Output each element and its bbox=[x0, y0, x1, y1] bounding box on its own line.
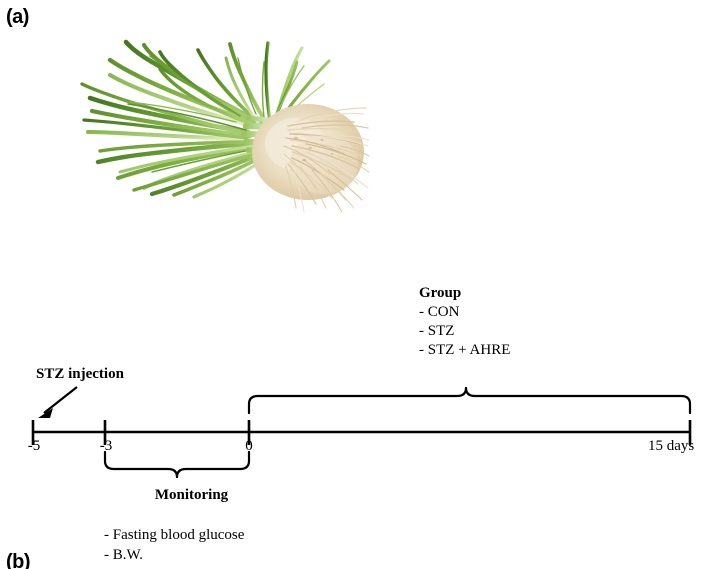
group-title: Group bbox=[419, 285, 462, 301]
group-brace bbox=[247, 386, 692, 415]
group-annotation-block: Group - CON - STZ - STZ + AHRE bbox=[419, 284, 510, 360]
tick-label-minus5: -5 bbox=[27, 438, 41, 454]
tick-label-minus3: -3 bbox=[99, 438, 113, 454]
panel-a: (a) bbox=[0, 0, 709, 270]
tick-label-day15: 15 days bbox=[648, 438, 695, 454]
panel-a-label: (a) bbox=[6, 6, 29, 28]
panel-b: (b) -5 bbox=[0, 270, 709, 569]
group-item-con: - CON bbox=[419, 304, 460, 320]
timeline-graphic bbox=[31, 386, 692, 479]
stz-injection-label: STZ injection bbox=[36, 366, 124, 382]
group-item-stz-ahre: - STZ + AHRE bbox=[419, 342, 511, 358]
monitoring-annotation-block: Monitoring - Fasting blood glucose - B.W… bbox=[104, 485, 279, 569]
tick-label-day0: 0 bbox=[245, 438, 253, 454]
panel-b-label: (b) bbox=[6, 551, 31, 569]
monitoring-item-fasting-blood-glucose: - Fasting blood glucose bbox=[104, 527, 245, 543]
monitoring-title: Monitoring bbox=[154, 487, 229, 503]
group-item-stz: - STZ bbox=[419, 323, 455, 339]
monitoring-item-water-intake: - Water intake bbox=[104, 565, 279, 569]
stz-injection-arrow bbox=[38, 386, 78, 418]
chive-plant-photo bbox=[40, 22, 370, 237]
monitoring-item-bw: - B.W. bbox=[104, 547, 144, 563]
monitoring-brace bbox=[103, 450, 251, 479]
